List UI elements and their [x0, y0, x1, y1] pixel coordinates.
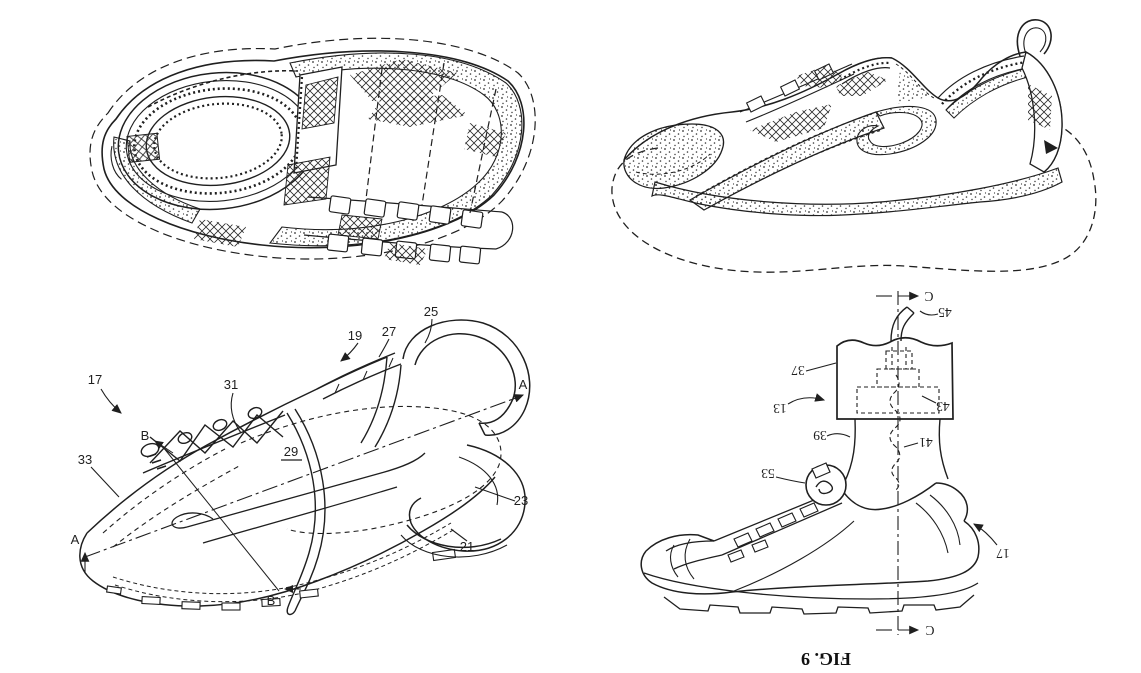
plan-outlines [89, 37, 536, 260]
ref-c-bottom: C [925, 623, 934, 638]
shoe-perspective-drawing: 17 19 27 25 31 33 29 23 21 A A B B [71, 304, 531, 616]
ref-21: 21 [460, 539, 474, 554]
fig9-leaders [775, 310, 998, 546]
fig9-centerline [876, 291, 920, 635]
perspective-leaders [90, 318, 516, 542]
ref-13: 13 [773, 401, 787, 416]
ref-41: 41 [919, 435, 933, 450]
shoe-side-view-drawing [611, 19, 1097, 273]
ref-b-bottom: B [267, 593, 276, 608]
plan-solid-outline [101, 50, 525, 249]
perspective-tread [106, 585, 319, 611]
ref-37: 37 [791, 363, 805, 378]
ref-53: 53 [761, 466, 775, 481]
section-line-b [146, 440, 301, 593]
ref-25: 25 [424, 304, 438, 319]
fig9-labels: C 45 37 13 43 39 41 53 17 C FIG. 9 [761, 289, 1010, 669]
perspective-panel-curves [171, 452, 426, 544]
ref-39: 39 [813, 428, 827, 443]
ref-17: 17 [88, 372, 102, 387]
ref-33: 33 [78, 452, 92, 467]
ref-19: 19 [348, 328, 362, 343]
ref-29: 29 [284, 444, 298, 459]
plan-instep-strap [283, 66, 343, 206]
plan-outer-dashed-outline [89, 37, 536, 260]
ref-a-top: A [519, 377, 528, 392]
ref-c-top: C [924, 289, 933, 304]
ref-45: 45 [938, 305, 952, 320]
perspective-straps [316, 352, 402, 448]
section-line-a [80, 394, 525, 573]
side-heel-pull-loop [1016, 19, 1052, 57]
fig9-tension-dial [805, 462, 847, 506]
fig9-leg [843, 374, 949, 491]
side-camo-patches [750, 66, 888, 142]
figure-side-view [600, 12, 1110, 302]
plan-camo-patches [194, 59, 506, 265]
figure-perspective-view: 17 19 27 25 31 33 29 23 21 A A B B [55, 295, 560, 645]
ref-23: 23 [514, 493, 528, 508]
fig9-shoe [640, 462, 980, 615]
ref-b-top: B [141, 428, 150, 443]
perspective-heel-sole [400, 444, 526, 562]
perspective-laces [140, 406, 326, 616]
side-overlay-swoosh [688, 105, 937, 211]
ref-a-toe: A [71, 532, 80, 547]
fig9-lace-guides [727, 502, 819, 563]
fig9-drawing: C 45 37 13 43 39 41 53 17 C FIG. 9 [640, 289, 1010, 669]
fig9-cuff-box [836, 336, 954, 420]
ref-27: 27 [382, 324, 396, 339]
side-collar [837, 55, 1033, 119]
side-phantom-sole [611, 125, 1097, 273]
side-toe-cap [623, 123, 725, 190]
ref-31: 31 [224, 377, 238, 392]
figure-plan-view [50, 15, 555, 280]
perspective-heel-loop [402, 319, 531, 436]
side-heel-panel [1021, 51, 1063, 173]
ref-43: 43 [936, 399, 950, 414]
fig9-caption: FIG. 9 [801, 649, 851, 669]
perspective-labels: 17 19 27 25 31 33 29 23 21 A A B B [71, 304, 529, 608]
figure-9: C 45 37 13 43 39 41 53 17 C FIG. 9 [630, 283, 1050, 673]
ref-17-fig9: 17 [996, 546, 1010, 561]
shoe-plan-view-drawing [89, 37, 536, 265]
fig9-wire [890, 306, 915, 342]
side-midsole [651, 167, 1063, 217]
